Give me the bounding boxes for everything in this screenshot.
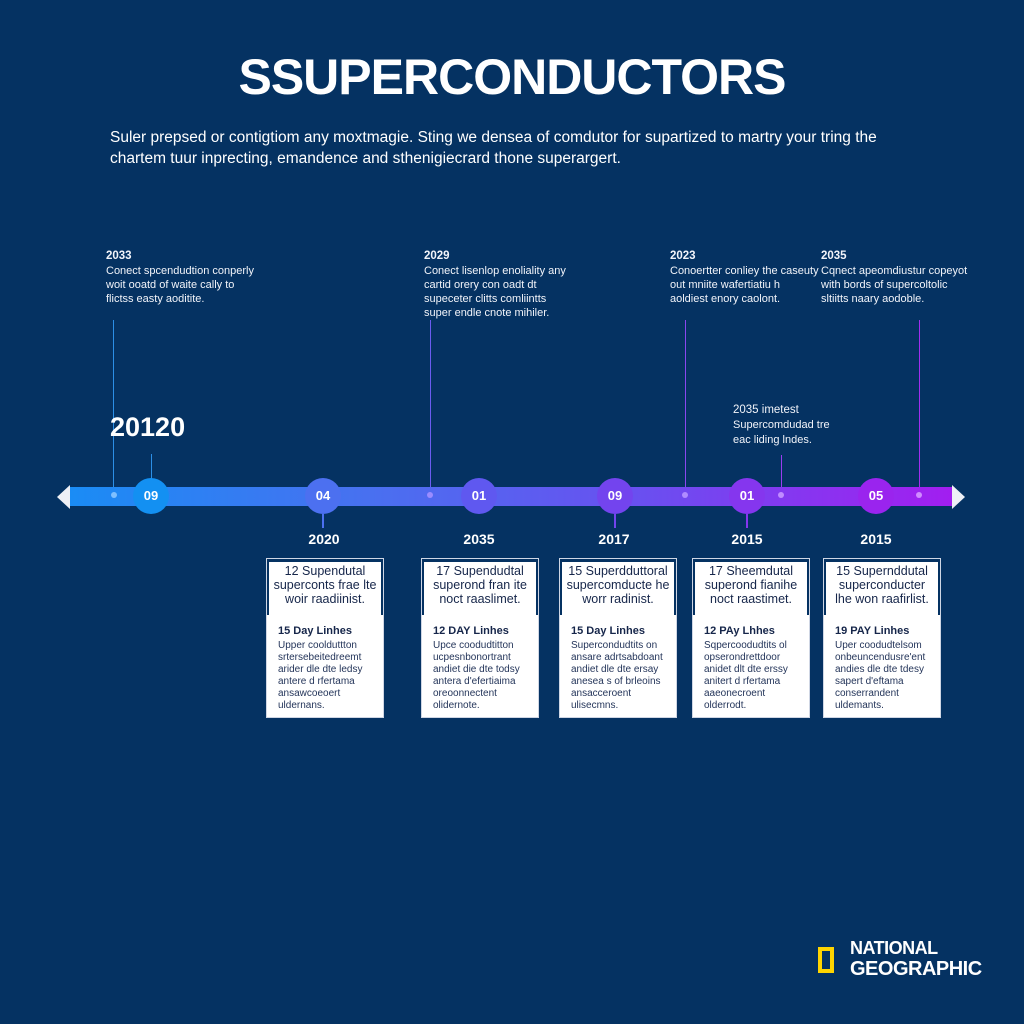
highlight-year: 20120: [110, 412, 186, 442]
timeline-dot: [111, 492, 117, 498]
top-note-year: 2029: [424, 250, 450, 262]
event-card: 17 Supendudtal superond fran ite noct ra…: [421, 558, 539, 718]
event-card: 15 Superdduttoral supercomducte he worr …: [559, 558, 677, 718]
card-date: 2035: [463, 531, 495, 547]
timeline-dot: [427, 492, 433, 498]
top-note-text: Conect lisenlop enoliality any cartid or…: [424, 265, 566, 319]
top-note-text: Conect spcendudtion conperly woit ooatd …: [106, 265, 254, 305]
timeline-node: 04: [305, 478, 341, 514]
card-body: Supercondudtits on ansare adrtsabdoant a…: [571, 640, 663, 711]
card-header-text: 17 Supendudtal superond fran ite noct ra…: [422, 562, 538, 615]
timeline-node: 09: [133, 478, 169, 514]
top-note-year: 2023: [670, 250, 696, 262]
page-title: SSUPERCONDUCTORS: [238, 49, 786, 105]
card-subtitle: 19 PAY Linhes: [835, 625, 910, 637]
card-subtitle: 15 Day Linhes: [278, 625, 352, 637]
card-header: 17 Supendudtal superond fran ite noct ra…: [422, 559, 538, 617]
logo-line-1: NATIONAL: [850, 938, 938, 958]
top-note-3: 2023 Conoertter conliey the caseuty out …: [670, 249, 820, 306]
timeline-dot: [916, 492, 922, 498]
card-date: 2015: [860, 531, 892, 547]
timeline-node: 01: [461, 478, 497, 514]
top-note-year: 2033: [106, 250, 132, 262]
timeline-track: [70, 487, 952, 506]
card-date: 2015: [731, 531, 763, 547]
connector-line: [430, 320, 431, 495]
connector-line: [919, 320, 920, 495]
card-subtitle: 12 DAY Linhes: [433, 625, 509, 637]
card-header: 17 Sheemdutal superond fianihe noct raas…: [693, 559, 809, 617]
top-note-year: 2035: [821, 250, 847, 262]
mid-note-year: 2035 imetest: [733, 404, 799, 416]
connector-line: [781, 455, 782, 495]
event-card: 17 Sheemdutal superond fianihe noct raas…: [692, 558, 810, 718]
yellow-frame-icon: [818, 947, 834, 973]
timeline-dot: [682, 492, 688, 498]
card-header: 15 Supernddutal superconducter lhe won r…: [824, 559, 940, 617]
node-stem: [322, 514, 324, 528]
timeline-node: 01: [729, 478, 765, 514]
card-header-text: 15 Supernddutal superconducter lhe won r…: [824, 562, 940, 615]
card-body: Upce coodudtitton ucpesnbonortrant andie…: [433, 640, 520, 711]
top-note-text: Conoertter conliey the caseuty out mniit…: [670, 265, 819, 305]
card-header-text: 17 Sheemdutal superond fianihe noct raas…: [693, 562, 809, 615]
timeline-node: 09: [597, 478, 633, 514]
node-stem: [746, 514, 748, 528]
card-date: 2017: [598, 531, 630, 547]
card-subtitle: 15 Day Linhes: [571, 625, 645, 637]
top-note-text: Cqnect apeomdiustur copeyot with bords o…: [821, 265, 968, 305]
card-header: 15 Superdduttoral supercomducte he worr …: [560, 559, 676, 617]
card-date: 2020: [308, 531, 340, 547]
event-card: 12 Supendutal superconts frae lte woir r…: [266, 558, 384, 718]
national-geographic-logo: NATIONAL GEOGRAPHIC: [818, 938, 982, 982]
top-note-2: 2029 Conect lisenlop enoliality any cart…: [424, 249, 574, 320]
node-stem: [614, 514, 616, 528]
logo-line-2: GEOGRAPHIC: [850, 958, 982, 980]
card-header-text: 12 Supendutal superconts frae lte woir r…: [267, 562, 383, 615]
card-subtitle: 12 PAy Lhhes: [704, 625, 775, 637]
card-header: 12 Supendutal superconts frae lte woir r…: [267, 559, 383, 617]
arrow-left-icon: [57, 485, 70, 509]
event-card: 15 Supernddutal superconducter lhe won r…: [823, 558, 941, 718]
card-header-text: 15 Superdduttoral supercomducte he worr …: [560, 562, 676, 615]
mid-note: 2035 imetest Supercomdudad tre eac lidin…: [733, 403, 843, 448]
connector-line: [685, 320, 686, 495]
timeline-node: 05: [858, 478, 894, 514]
mid-note-text: Supercomdudad tre eac liding lndes.: [733, 419, 830, 446]
top-note-1: 2033 Conect spcendudtion conperly woit o…: [106, 249, 256, 306]
connector-line: [151, 454, 152, 484]
connector-line: [113, 320, 114, 495]
card-body: Uper coodudtelsom onbeuncendusre'ent and…: [835, 640, 926, 711]
card-body: Upper coolduttton srtersebeitedreemt ari…: [278, 640, 363, 711]
arrow-right-icon: [952, 485, 965, 509]
timeline-dot: [778, 492, 784, 498]
intro-paragraph: Suler prepsed or contigtiom any moxtmagi…: [110, 129, 877, 167]
top-note-4: 2035 Cqnect apeomdiustur copeyot with bo…: [821, 249, 971, 306]
card-body: Sqpercoodudtits ol opserondrettdoor anid…: [704, 640, 788, 711]
